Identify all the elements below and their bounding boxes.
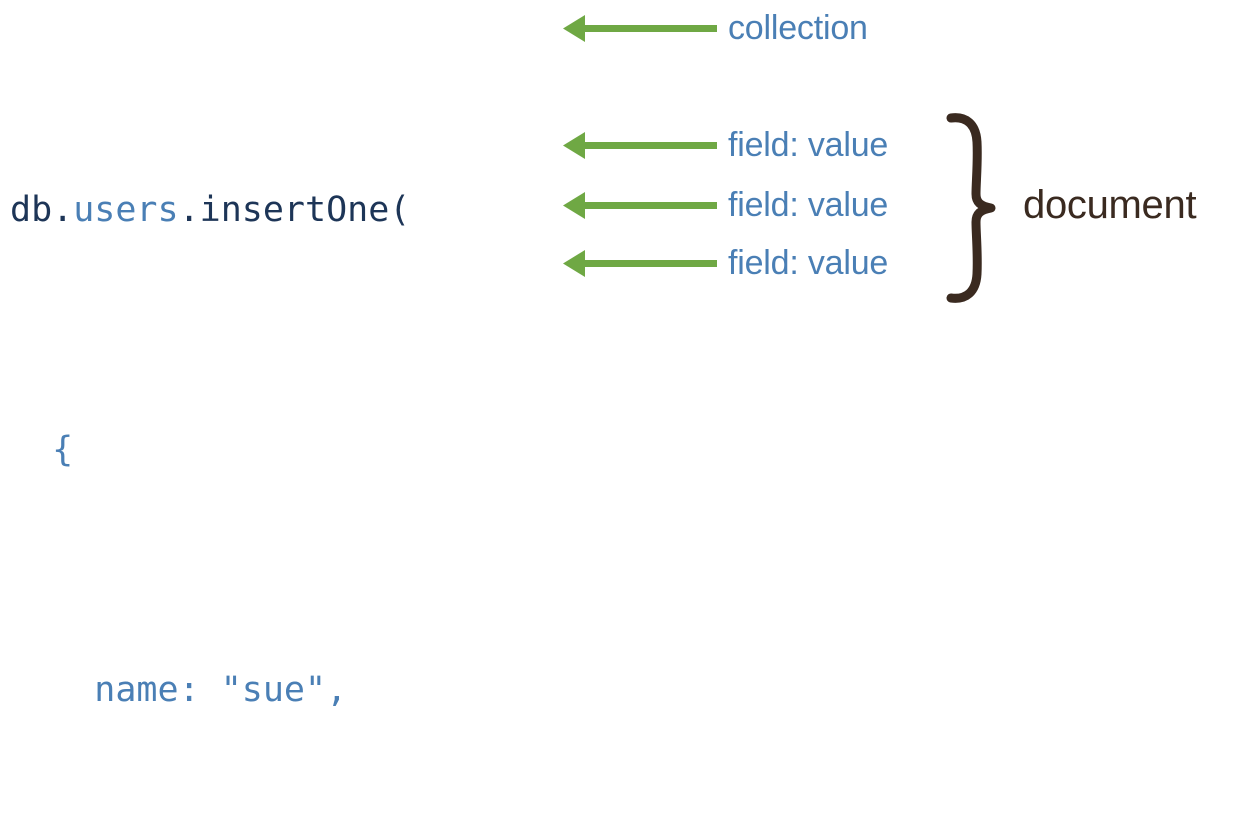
annotation-label-field-value-2: field: value <box>728 186 889 224</box>
annotation-label-field-value-3: field: value <box>728 244 889 282</box>
arrow-left-icon-collection <box>563 14 719 44</box>
annotation-label-collection: collection <box>728 9 868 47</box>
arrow-left-icon-field-value-2 <box>563 191 719 221</box>
diagram-canvas: db.users.insertOne( { name: "sue", age: … <box>10 9 1197 710</box>
code-block: db.users.insertOne( { name: "sue", age: … <box>10 0 453 832</box>
code-token-insert-one: .insertOne( <box>178 190 411 230</box>
code-token-collection-name: users <box>73 190 179 230</box>
annotation-label-document: document <box>1023 183 1197 227</box>
arrow-left-icon-field-value-1 <box>563 131 719 161</box>
code-line-1: db.users.insertOne( <box>10 180 453 240</box>
code-token-db: db. <box>10 190 74 230</box>
arrow-left-icon-field-value-3 <box>563 249 719 279</box>
code-line-3-field-name: name: "sue", <box>10 670 348 710</box>
annotation-label-field-value-1: field: value <box>728 126 889 164</box>
curly-brace-icon <box>944 112 1000 304</box>
code-line-2-open-brace: { <box>10 430 74 470</box>
